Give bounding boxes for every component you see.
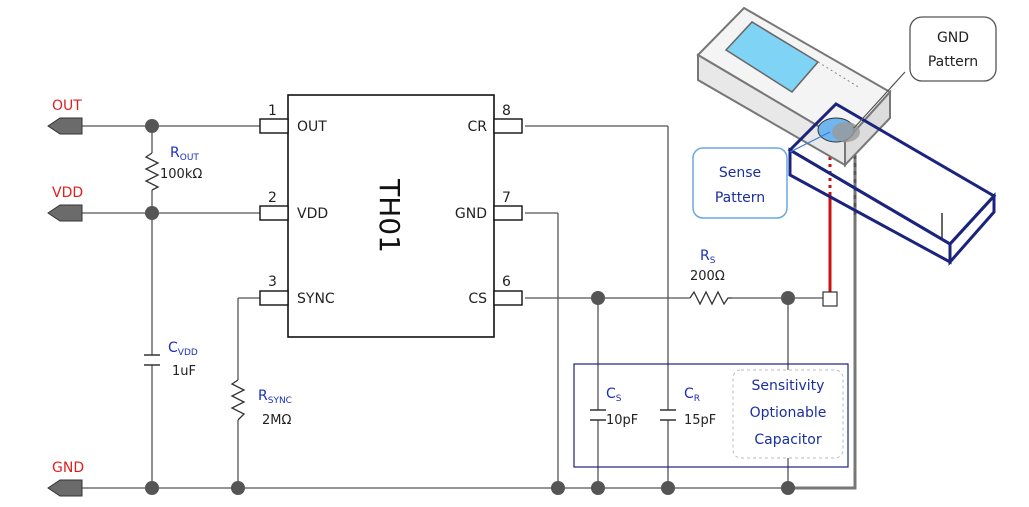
pin-cs-label: CS — [468, 291, 487, 307]
gnd-pattern-line1: GND — [937, 30, 969, 46]
pin7-num: 7 — [502, 190, 511, 206]
pin1-num: 1 — [268, 103, 277, 119]
net-gnd-label: GND — [52, 460, 84, 476]
rout-value: 100kΩ — [160, 167, 202, 182]
gnd-callout-line — [853, 71, 906, 129]
sensitivity-line1: Sensitivity — [752, 378, 825, 394]
gnd-pattern-line2: Pattern — [928, 54, 978, 70]
gnd-terminal-icon — [47, 479, 83, 497]
rout-symbol — [144, 152, 160, 191]
sense-pattern-callout — [692, 147, 788, 219]
pin3-num: 3 — [268, 274, 277, 290]
chip-th01: TH01 1 2 3 8 7 6 OUT VDD SYNC CR GND CS — [259, 94, 523, 338]
pin8-num: 8 — [502, 103, 511, 119]
cr-label: CR — [684, 386, 700, 404]
sensitivity-note — [732, 369, 844, 459]
vdd-terminal-icon — [47, 204, 83, 222]
rsync-label: RSYNC — [258, 388, 292, 406]
cs-value: 10pF — [606, 413, 638, 428]
gnd-pattern-callout — [909, 16, 997, 82]
sensitivity-line2: Optionable — [750, 405, 827, 421]
sensitivity-line3: Capacitor — [754, 432, 821, 448]
wires — [82, 125, 830, 489]
sense-callout-line — [789, 131, 831, 153]
terminal-arrows — [47, 117, 83, 497]
pin6-num: 6 — [502, 274, 511, 290]
cvdd-value: 1uF — [172, 364, 196, 379]
out-terminal-icon — [47, 117, 83, 135]
sense-pattern-line1: Sense — [719, 165, 761, 181]
sense-pattern-line2: Pattern — [715, 190, 765, 206]
pin-gnd-label: GND — [455, 206, 487, 222]
gnd-pad — [832, 122, 860, 142]
ground-pattern-wire — [788, 155, 857, 490]
pin-sync-label: SYNC — [297, 291, 335, 307]
pin-cr-label: CR — [467, 119, 487, 135]
chip-body — [287, 94, 495, 338]
cvdd-label: CVDD — [168, 340, 198, 358]
pin2-num: 2 — [268, 190, 277, 206]
capacitors — [144, 354, 676, 421]
rs-value: 200Ω — [690, 269, 725, 284]
sensitivity-box — [573, 363, 849, 468]
pin-vdd-label: VDD — [297, 206, 328, 222]
chip-name: TH01 — [373, 178, 406, 253]
rsync-symbol — [230, 379, 246, 421]
device-illustration: GND Pattern Sense Pattern — [692, 6, 997, 266]
net-vdd-label: VDD — [52, 185, 83, 201]
rs-label: RS — [700, 248, 716, 266]
net-out-label: OUT — [52, 98, 82, 114]
sense-terminal — [822, 291, 838, 307]
pin-out-label: OUT — [297, 119, 327, 135]
rs-symbol — [689, 290, 732, 306]
rsync-value: 2MΩ — [262, 413, 291, 428]
cs-label: CS — [606, 386, 622, 404]
junctions — [145, 119, 795, 495]
rout-label: ROUT — [170, 145, 199, 163]
resistors — [144, 152, 732, 421]
cr-value: 15pF — [684, 413, 716, 428]
